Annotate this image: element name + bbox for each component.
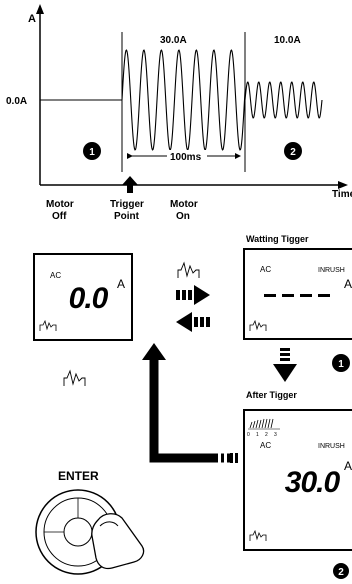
motor-on-label-1: Motor bbox=[170, 199, 198, 210]
duration-label: 100ms bbox=[170, 152, 202, 163]
after-title: After Tigger bbox=[246, 390, 297, 400]
scale-2: 2 bbox=[265, 432, 268, 438]
current-graph: A Time 0.0A 30.0A 10.0A 100ms 1 2 bbox=[6, 4, 352, 200]
inrush-symbol-icon bbox=[249, 529, 267, 541]
marker2-badge bbox=[284, 142, 302, 160]
inrush-symbol-icon bbox=[249, 319, 267, 331]
dash-segment bbox=[318, 294, 330, 297]
idle-mode-label: AC bbox=[50, 271, 61, 280]
waiting-unit: A bbox=[344, 277, 352, 291]
x-axis-arrow bbox=[338, 181, 348, 189]
bargraph-scale bbox=[249, 418, 274, 429]
idle-reading: 0.0 bbox=[69, 282, 109, 315]
marker1-number: 1 bbox=[89, 147, 95, 158]
dash-segment bbox=[282, 294, 294, 297]
after-unit: A bbox=[344, 459, 352, 473]
step2-number: 2 bbox=[338, 567, 344, 578]
inrush-symbol-icon bbox=[63, 369, 86, 386]
inrush-symbol-icon bbox=[39, 319, 57, 331]
waiting-display: AC INRUSH A bbox=[243, 248, 352, 340]
return-arrow-icon bbox=[142, 343, 238, 464]
idle-display: AC 0.0 A bbox=[33, 253, 133, 341]
marker2-number: 2 bbox=[290, 147, 296, 158]
motor-on-label-2: On bbox=[176, 211, 190, 222]
trigger-arrow-icon bbox=[122, 176, 138, 193]
enter-label: ENTER bbox=[58, 469, 99, 483]
down-arrow-icon bbox=[273, 348, 297, 382]
inrush-symbol-icon bbox=[177, 261, 200, 278]
peak1-label: 30.0A bbox=[160, 35, 187, 46]
idle-unit: A bbox=[117, 277, 125, 291]
waiting-mode-label: AC bbox=[260, 265, 271, 274]
finger-press-icon bbox=[91, 513, 145, 570]
motor-off-label-2: Off bbox=[52, 211, 67, 222]
after-inrush-label: INRUSH bbox=[318, 443, 345, 450]
motor-off-label-1: Motor bbox=[46, 199, 74, 210]
forward-arrow-icon bbox=[176, 285, 210, 305]
baseline-label: 0.0A bbox=[6, 96, 27, 107]
after-mode-label: AC bbox=[260, 441, 271, 450]
dash-segment bbox=[300, 294, 312, 297]
waiting-inrush-label: INRUSH bbox=[318, 267, 345, 274]
event-labels: Motor Off Trigger Point Motor On bbox=[46, 176, 198, 222]
after-reading: 30.0 bbox=[285, 466, 341, 499]
y-axis-arrow bbox=[36, 4, 44, 14]
scale-0: 0 bbox=[247, 432, 250, 438]
y-axis-label: A bbox=[28, 13, 36, 25]
step1-badge bbox=[332, 354, 350, 372]
waiting-title: Watting Tigger bbox=[246, 234, 309, 244]
after-display: 0 1 2 3 AC INRUSH 30.0 A bbox=[243, 409, 352, 551]
scale-3: 3 bbox=[274, 432, 277, 438]
marker1-badge bbox=[83, 142, 101, 160]
steady-waveform bbox=[244, 81, 323, 119]
dash-segment bbox=[264, 294, 276, 297]
trigger-label-2: Point bbox=[114, 211, 140, 222]
step1-number: 1 bbox=[338, 359, 344, 370]
x-axis-label: Time bbox=[332, 189, 352, 200]
step2-badge bbox=[333, 563, 349, 579]
back-arrow-icon bbox=[176, 312, 210, 332]
inrush-waveform bbox=[121, 49, 246, 151]
peak2-label: 10.0A bbox=[274, 35, 301, 46]
trigger-label-1: Trigger bbox=[110, 199, 144, 210]
scale-1: 1 bbox=[256, 432, 259, 438]
